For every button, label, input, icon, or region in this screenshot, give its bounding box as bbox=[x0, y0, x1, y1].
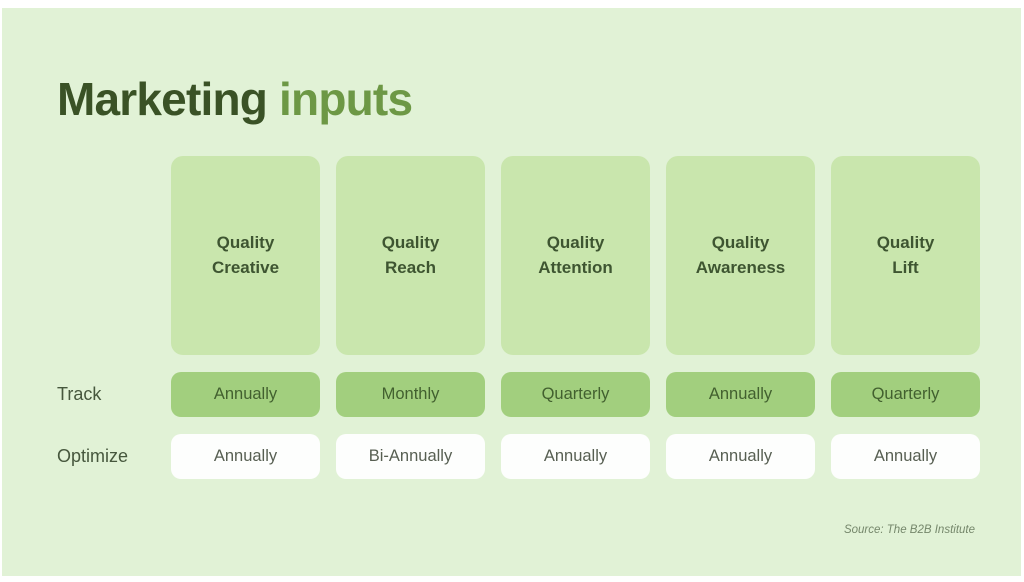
column-header-quality-lift: Quality Lift bbox=[831, 156, 980, 355]
optimize-cell-quality-reach: Bi-Annually bbox=[336, 434, 485, 479]
optimize-cell-quality-lift: Annually bbox=[831, 434, 980, 479]
page-title: Marketing inputs bbox=[57, 72, 413, 126]
slide-canvas: Marketing inputs Quality Creative Qualit… bbox=[2, 8, 1021, 576]
marketing-inputs-table: Quality Creative Quality Reach Quality A… bbox=[57, 156, 980, 479]
optimize-cell-quality-attention: Annually bbox=[501, 434, 650, 479]
track-cell-quality-awareness: Annually bbox=[666, 372, 815, 417]
header-row-spacer bbox=[57, 156, 155, 355]
track-cell-quality-creative: Annually bbox=[171, 372, 320, 417]
column-header-quality-reach: Quality Reach bbox=[336, 156, 485, 355]
track-cell-quality-attention: Quarterly bbox=[501, 372, 650, 417]
row-label-track: Track bbox=[57, 384, 102, 404]
column-header-quality-awareness: Quality Awareness bbox=[666, 156, 815, 355]
optimize-cell-quality-creative: Annually bbox=[171, 434, 320, 479]
page-title-secondary: inputs bbox=[267, 73, 413, 125]
column-header-quality-creative: Quality Creative bbox=[171, 156, 320, 355]
track-cell-quality-lift: Quarterly bbox=[831, 372, 980, 417]
optimize-cell-quality-awareness: Annually bbox=[666, 434, 815, 479]
track-cell-quality-reach: Monthly bbox=[336, 372, 485, 417]
source-attribution: Source: The B2B Institute bbox=[843, 524, 975, 536]
column-header-quality-attention: Quality Attention bbox=[501, 156, 650, 355]
row-label-optimize: Optimize bbox=[57, 446, 129, 466]
page-title-primary: Marketing bbox=[57, 73, 268, 125]
